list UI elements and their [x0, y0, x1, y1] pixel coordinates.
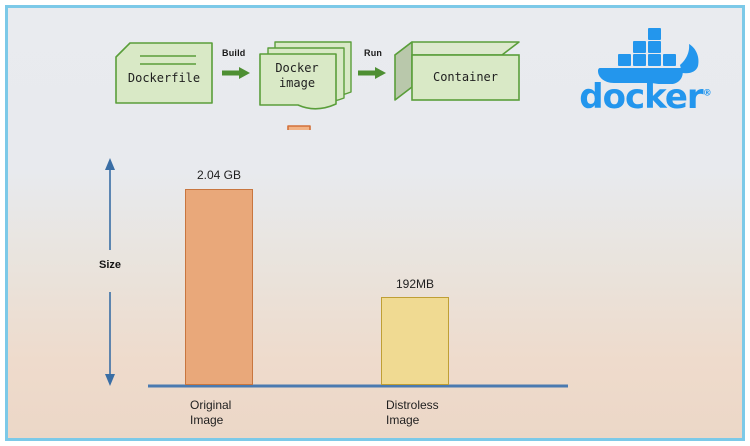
docker-logo: docker® — [570, 22, 720, 122]
dockerfile-node — [115, 42, 213, 104]
container-node — [394, 41, 520, 101]
docker-build-flow-diagram: Build Run Dockerfile Docker image Contai… — [0, 0, 740, 181]
container-node-label: Container — [432, 70, 499, 84]
docker-wordmark-text: docker — [579, 77, 703, 117]
docker-image-node-label-line1: Docker — [275, 61, 319, 75]
docker-image-node — [259, 41, 352, 110]
down-arrow-icon — [277, 125, 321, 181]
run-arrow-icon — [358, 67, 386, 79]
dockerfile-node-label: Dockerfile — [127, 71, 201, 85]
docker-trademark: ® — [702, 88, 712, 99]
docker-wordmark: docker® — [570, 80, 720, 114]
flow-diagram-svg — [115, 41, 520, 181]
docker-whale-icon — [598, 28, 699, 85]
build-connector-label: Build — [222, 48, 246, 58]
build-arrow-icon — [222, 67, 250, 79]
run-connector-label: Run — [364, 48, 383, 58]
docker-image-node-label-line2: image — [278, 76, 316, 90]
